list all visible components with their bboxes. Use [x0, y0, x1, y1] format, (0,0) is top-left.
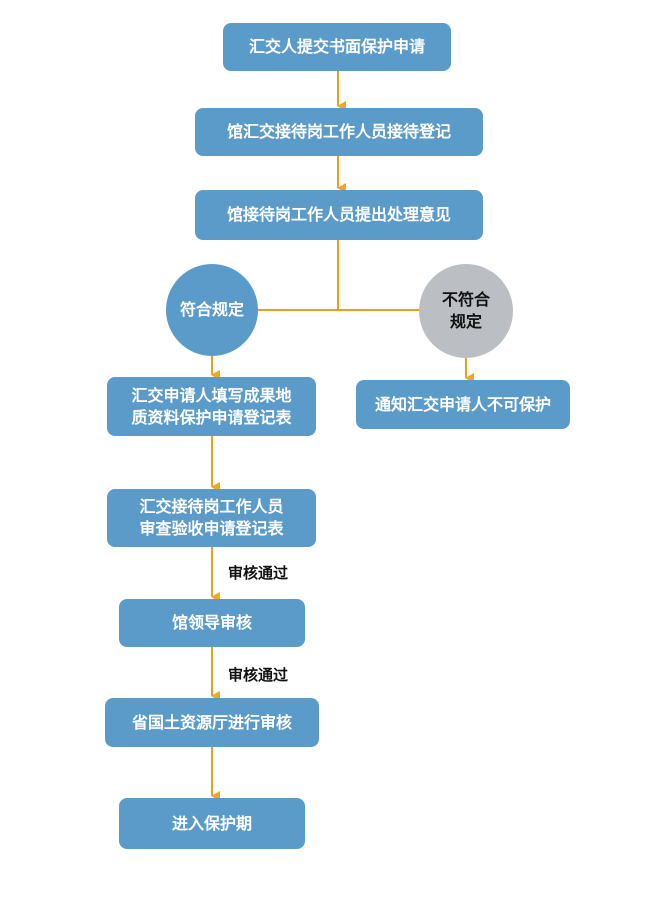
node-review-registration-form: 汇交接待岗工作人员 审查验收申请登记表 — [107, 489, 316, 547]
edge-label-pass-2: 审核通过 — [228, 666, 289, 684]
node-fill-registration-form: 汇交申请人填写成果地 质资料保护申请登记表 — [107, 377, 316, 436]
node-leader-review: 馆领导审核 — [119, 599, 305, 647]
node-submit-application: 汇交人提交书面保护申请 — [223, 23, 451, 71]
edge-label-pass-1: 审核通过 — [228, 564, 289, 582]
node-noncompliant-circle: 不符合 规定 — [419, 264, 513, 358]
node-compliant-circle: 符合规定 — [166, 264, 258, 356]
node-province-review: 省国土资源厅进行审核 — [105, 698, 319, 747]
node-notify-not-protected: 通知汇交申请人不可保护 — [356, 380, 570, 429]
node-protection-period: 进入保护期 — [119, 798, 305, 849]
node-reception-register: 馆汇交接待岗工作人员接待登记 — [195, 108, 483, 156]
node-handling-opinion: 馆接待岗工作人员提出处理意见 — [195, 190, 483, 240]
